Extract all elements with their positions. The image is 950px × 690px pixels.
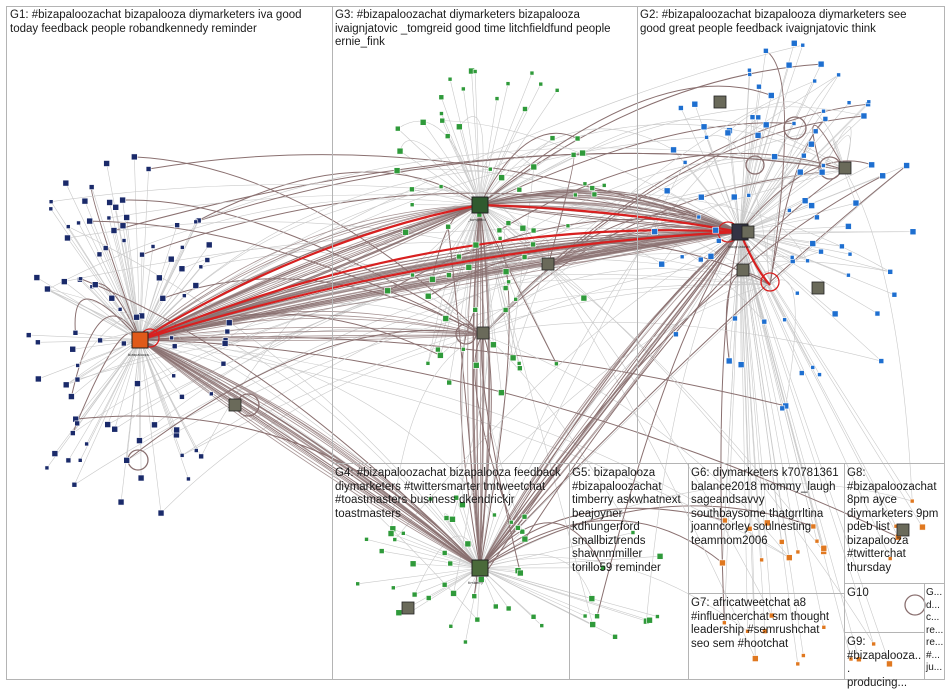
group-box-g2 bbox=[637, 6, 945, 464]
group-box-g3 bbox=[332, 6, 638, 464]
group-label-g3: G3: #bizapaloozachat diymarketers bizapa… bbox=[335, 9, 635, 50]
group-label-g11: G... d... c... re... re... #... ju... bbox=[926, 587, 944, 678]
group-label-g8: G8: #bizapaloozachat 8pm ayce diymarkete… bbox=[847, 467, 944, 575]
group-label-g2: G2: #bizapaloozachat bizapalooza diymark… bbox=[640, 9, 940, 36]
group-label-g4: G4: #bizapaloozachat bizapalooza feedbac… bbox=[335, 467, 569, 521]
group-label-g6: G6: diymarketers k70781361 balance2018 m… bbox=[691, 467, 845, 548]
group-label-g5: G5: bizapalooza #bizapaloozachat timberr… bbox=[572, 467, 688, 575]
group-box-g1 bbox=[6, 6, 333, 680]
group-label-g10: G10 bbox=[847, 587, 923, 601]
group-label-g7: G7: africatweetchat a8 #influencerchat s… bbox=[691, 597, 844, 651]
group-label-g1: G1: #bizapaloozachat bizapalooza diymark… bbox=[10, 9, 330, 36]
group-label-g9: G9: #bizapalooza... producing... bbox=[847, 636, 923, 678]
